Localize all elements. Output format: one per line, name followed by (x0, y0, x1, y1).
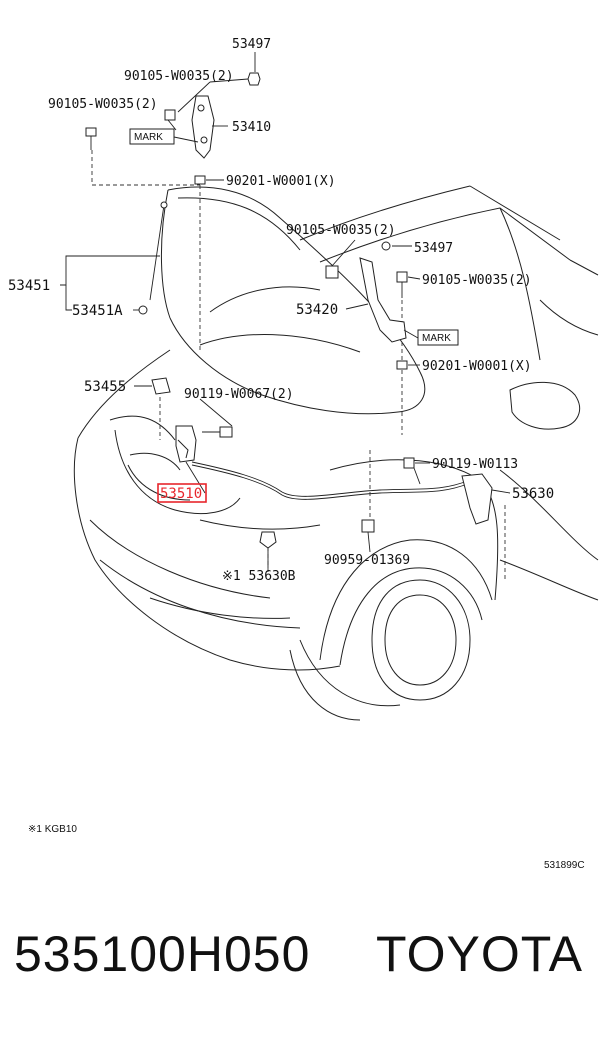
bolt-90105-a (164, 109, 176, 121)
label-53451: 53451 (8, 278, 50, 294)
part-footer: 535100H050 TOYOTA (0, 925, 600, 1015)
label-53451A: 53451A (72, 303, 123, 319)
release-lever-53630 (461, 473, 493, 525)
label-mark-b: MARK (422, 333, 451, 344)
label-53510: 53510 (160, 486, 202, 502)
label-90105-d: 90105-W0035(2) (422, 273, 532, 288)
brand-name: TOYOTA (376, 926, 583, 982)
bolt-90119-a (219, 426, 233, 438)
bolt-90105-b (85, 127, 97, 137)
bolt-90119-b (403, 457, 415, 469)
label-53630B: ※1 53630B (222, 569, 296, 584)
clamp-90959 (361, 519, 375, 533)
hood-hinge-right (359, 257, 407, 343)
hood-catch-53455 (151, 377, 171, 395)
label-90119-b: 90119-W0113 (432, 457, 518, 472)
label-mark-a: MARK (134, 132, 163, 143)
part-number: 535100H050 (14, 926, 311, 982)
hood-lock-53510 (175, 425, 197, 463)
label-90201-b: 90201-W0001(X) (422, 359, 532, 374)
release-cable (191, 461, 471, 497)
label-53630: 53630 (512, 486, 554, 502)
bolt-90105-d (396, 271, 408, 283)
parts-diagram: 53497 90105-W0035(2) 90105-W0035(2) 5341… (8, 37, 599, 871)
leader-lines (60, 52, 511, 568)
nut-53497-top (247, 72, 261, 86)
label-90119-a: 90119-W0067(2) (184, 387, 294, 402)
label-53420: 53420 (296, 302, 338, 318)
stay-clip-53451A (138, 305, 148, 315)
label-90105-b: 90105-W0035(2) (48, 97, 158, 112)
label-90959: 90959-01369 (324, 553, 410, 568)
illustration-code: 531899C (544, 860, 585, 871)
mark-box-b (417, 329, 459, 346)
grommet-53630B (259, 531, 277, 549)
washer-90201-a (194, 175, 206, 185)
mark-box-a (129, 128, 175, 145)
bolt-90105-c (325, 265, 339, 279)
label-53455: 53455 (84, 379, 126, 395)
label-90105-c: 90105-W0035(2) (286, 223, 396, 238)
label-90201-a: 90201-W0001(X) (226, 174, 336, 189)
label-53497-top: 53497 (232, 37, 271, 52)
washer-90201-b (396, 360, 408, 370)
hood-hinge-left (191, 95, 215, 159)
label-90105-a: 90105-W0035(2) (124, 69, 234, 84)
label-53410: 53410 (232, 120, 271, 135)
highlight-box-53510 (157, 483, 207, 503)
parts (85, 72, 493, 549)
callouts: 53497 90105-W0035(2) 90105-W0035(2) 5341… (8, 37, 554, 584)
label-53497-mid: 53497 (414, 241, 453, 256)
footnote: ※1 KGB10 (28, 824, 77, 835)
